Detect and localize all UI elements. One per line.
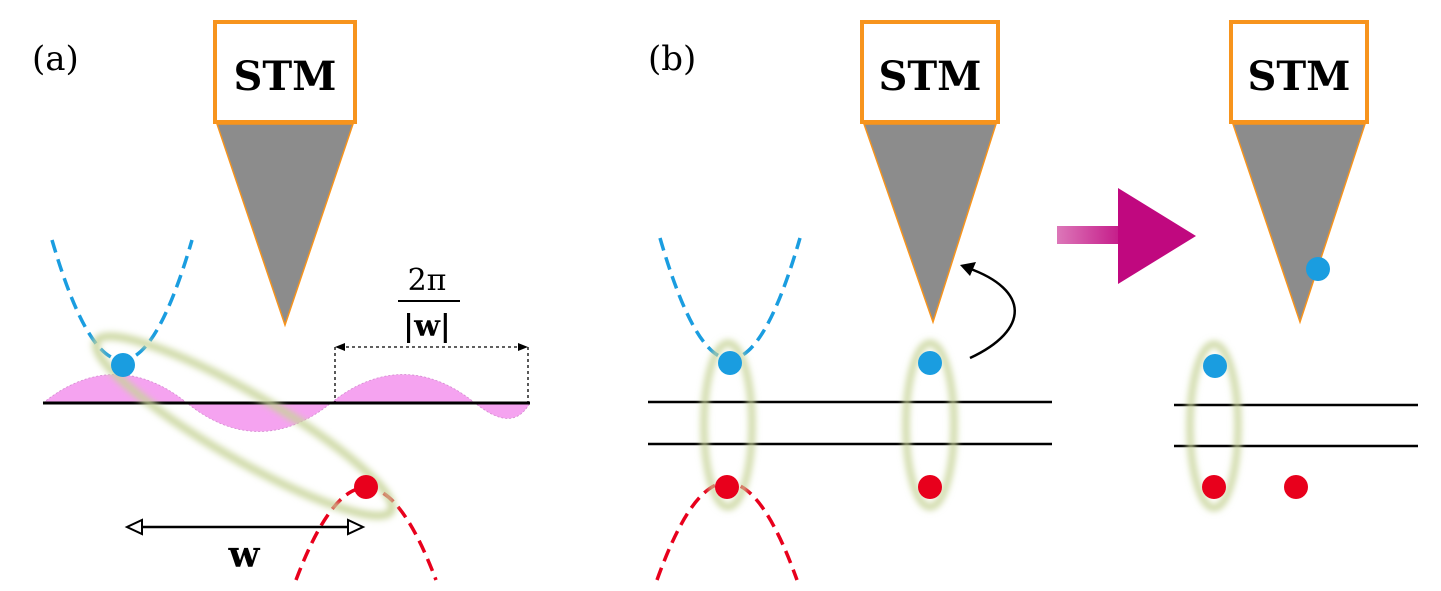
hole-b1 [715,475,739,499]
wavelength-label: 2π |w| [398,263,460,344]
stm-box-b2 [1229,20,1369,124]
exciton-halo-b1 [701,340,755,510]
w-vector-arrow [124,518,366,536]
stm-label-b1: STM [879,53,982,100]
electron-a [111,353,135,377]
stm-tip-b-after: STM [1229,20,1369,325]
conduction-band-a [50,239,194,362]
stm-label-a: STM [234,53,337,100]
panel-a-label: (a) [32,39,79,79]
wavelength-numerator: 2π [408,263,447,298]
stm-cone-b2 [1231,123,1367,325]
stm-box-b1 [860,20,1000,124]
stm-tip-b-before: STM [860,20,1000,325]
tunneling-arrowhead [960,262,976,276]
exciton-halo-b3 [1187,341,1241,511]
hole-a [354,475,378,499]
tunneled-electron [1306,257,1330,281]
w-vector-label: w [228,534,261,576]
electron-b2 [918,351,942,375]
stm-box-a [213,20,357,124]
process-arrow [1057,188,1196,284]
tunneling-arrow [967,266,1016,360]
electron-b3 [1203,354,1227,378]
unpaired-hole [1284,475,1308,499]
exciton-halo-a [92,332,396,520]
stm-cone-b1 [862,123,998,325]
electron-b1 [718,351,742,375]
stm-tip-a: STM [213,20,357,328]
hole-b2 [918,475,942,499]
wavelength-denominator: |w| [403,309,451,344]
exciton-halo-b2 [903,340,957,510]
stm-cone-a [215,123,355,328]
hole-b3 [1202,475,1226,499]
panel-b-label: (b) [648,39,696,79]
panel-a: (a) STM 2π |w| [32,20,531,581]
wavelength-bracket [334,343,529,403]
stm-label-b2: STM [1248,53,1351,100]
panel-b: (b) STM STM [648,20,1418,581]
